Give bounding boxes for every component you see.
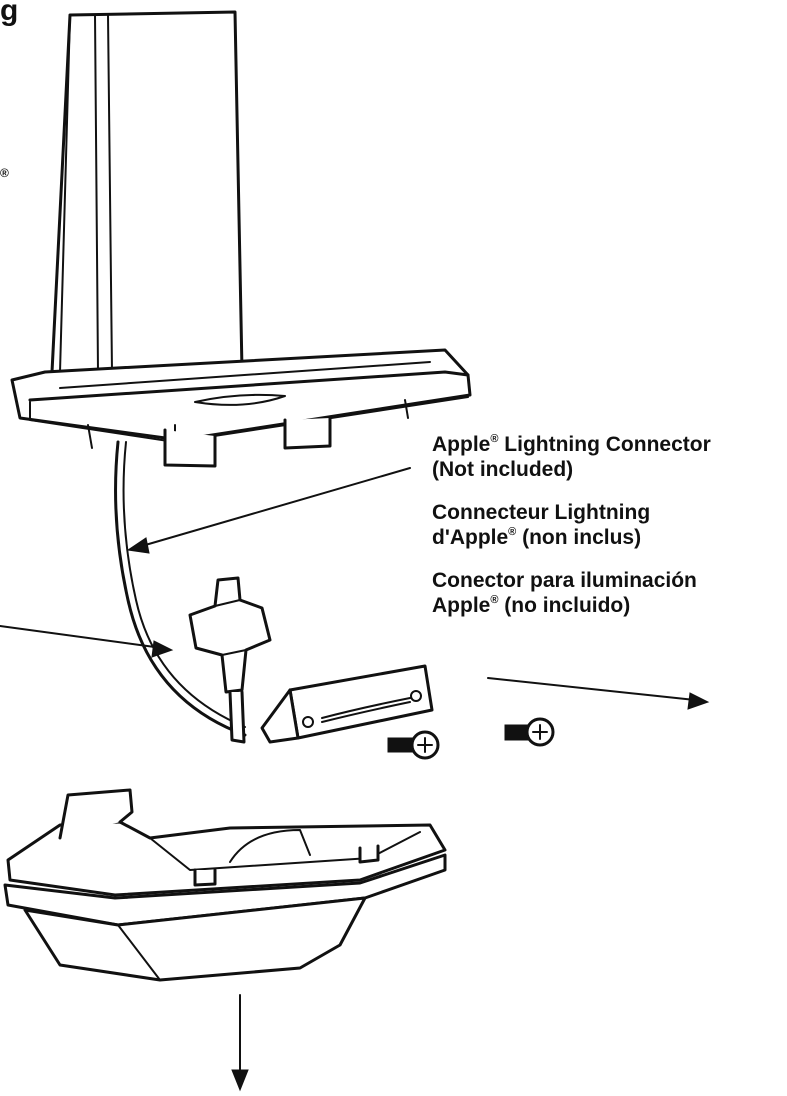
label-text: Lightning Connector [498, 433, 711, 456]
label-english-line-2: (Not included) [432, 458, 574, 481]
registered-mark: ® [508, 526, 517, 538]
arrow-down-remove [231, 994, 249, 1092]
screw-left [387, 730, 440, 760]
label-french: Connecteur Lightning d'Apple® (non inclu… [432, 500, 650, 550]
arrow-right-remove [487, 677, 710, 710]
label-text: d'Apple [432, 526, 509, 549]
label-text: Apple [432, 594, 491, 617]
registered-mark: ® [490, 594, 499, 606]
label-french-line-1: Connecteur Lightning [432, 501, 651, 524]
arrow-left-to-connector [0, 625, 174, 658]
screw-right [504, 717, 555, 747]
mounting-bracket [260, 664, 434, 744]
lightning-connector [188, 576, 272, 744]
registered-mark: ® [490, 433, 499, 445]
leader-arrow-connector-label [126, 467, 411, 554]
stand-base-plate [10, 348, 472, 468]
label-text: (no incluido) [498, 594, 631, 617]
stand-upright [50, 10, 244, 374]
label-spanish-line-2: Apple® (no incluido) [432, 593, 697, 618]
label-text: Apple [432, 433, 491, 456]
lightning-cable [114, 440, 247, 737]
label-english: Apple® Lightning Connector (Not included… [432, 432, 711, 482]
label-spanish: Conector para iluminación Apple® (no inc… [432, 568, 697, 618]
label-spanish-line-1: Conector para iluminación [432, 569, 697, 592]
cropped-registered-symbol: ® [0, 166, 9, 180]
label-french-line-2: d'Apple® (non inclus) [432, 525, 650, 550]
cropped-title-fragment: g [0, 0, 19, 27]
label-text: (non inclus) [516, 526, 642, 549]
label-english-line-1: Apple® Lightning Connector [432, 432, 711, 457]
bottom-housing [3, 788, 447, 982]
